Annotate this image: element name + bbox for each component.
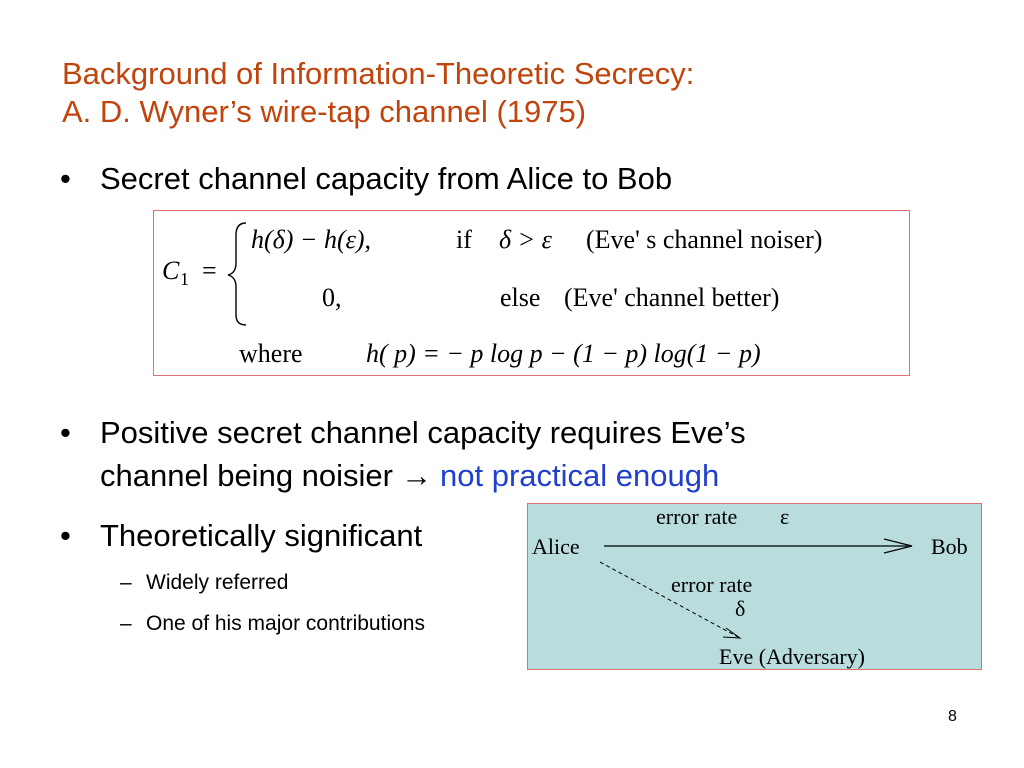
- formula-row1-note: (Eve' s channel noiser): [586, 225, 823, 254]
- formula-lhs-subscript: 1: [180, 269, 189, 289]
- formula-lhs-equals: =: [202, 256, 217, 285]
- bullet-dot: •: [60, 415, 71, 450]
- bob-label: Bob: [931, 534, 968, 559]
- diagonal-error-rate-label: error rate: [671, 572, 753, 597]
- formula-row1-if: if: [456, 225, 472, 254]
- sub-bullet-dash: –: [120, 571, 132, 594]
- bullet-text-line-2: channel being noisier: [100, 458, 393, 493]
- formula-row2-else: else: [500, 283, 541, 312]
- alice-to-eve-dashed-line: [599, 561, 739, 638]
- formula-where-label: where: [239, 339, 303, 368]
- alice-label: Alice: [532, 534, 580, 559]
- sub-bullet-dash: –: [120, 612, 132, 635]
- bullet-text: Secret channel capacity from Alice to Bo…: [100, 161, 673, 196]
- bullet-dot: •: [60, 161, 71, 196]
- alice-to-eve-arrowhead: [722, 627, 742, 639]
- sub-bullet-text: One of his major contributions: [146, 612, 425, 635]
- formula-row2-value: 0,: [322, 283, 342, 312]
- top-error-rate-label: error rate: [656, 504, 738, 529]
- formula-row1-expression: h(δ) − h(ε),: [251, 225, 372, 254]
- title-line-1: Background of Information-Theoretic Secr…: [62, 56, 695, 91]
- sub-bullet-text: Widely referred: [146, 571, 289, 594]
- highlight-text: not practical enough: [440, 458, 720, 493]
- bullet-text: Theoretically significant: [100, 518, 423, 553]
- bullet-dot: •: [60, 518, 71, 553]
- bullet-text-line-1: Positive secret channel capacity require…: [100, 415, 746, 450]
- formula-where-expression: h( p) = − p log p − (1 − p) log(1 − p): [366, 339, 761, 368]
- formula-left-brace: [227, 222, 247, 326]
- page-number: 8: [948, 708, 957, 725]
- capacity-formula-box: C 1 = h(δ) − h(ε), if δ > ε (Eve' s chan…: [153, 210, 910, 376]
- slide-title: Background of Information-Theoretic Secr…: [62, 55, 962, 131]
- title-line-2: A. D. Wyner’s wire-tap channel (1975): [62, 94, 587, 129]
- formula-row1-condition: δ > ε: [499, 225, 552, 254]
- alice-to-bob-arrowhead: [883, 538, 913, 554]
- formula-lhs-c: C: [162, 256, 180, 285]
- eve-label: Eve (Adversary): [719, 644, 865, 669]
- right-arrow-icon: →: [401, 458, 432, 493]
- formula-row2-note: (Eve' channel better): [564, 283, 780, 312]
- epsilon-symbol: ε: [780, 504, 790, 529]
- delta-symbol: δ: [735, 596, 746, 621]
- wiretap-channel-diagram: error rate ε Alice Bob error rate δ Eve …: [527, 503, 982, 670]
- diagram-arrows: [599, 538, 913, 639]
- bullet-positive-capacity-line-2: channel being noisier→not practical enou…: [100, 457, 719, 495]
